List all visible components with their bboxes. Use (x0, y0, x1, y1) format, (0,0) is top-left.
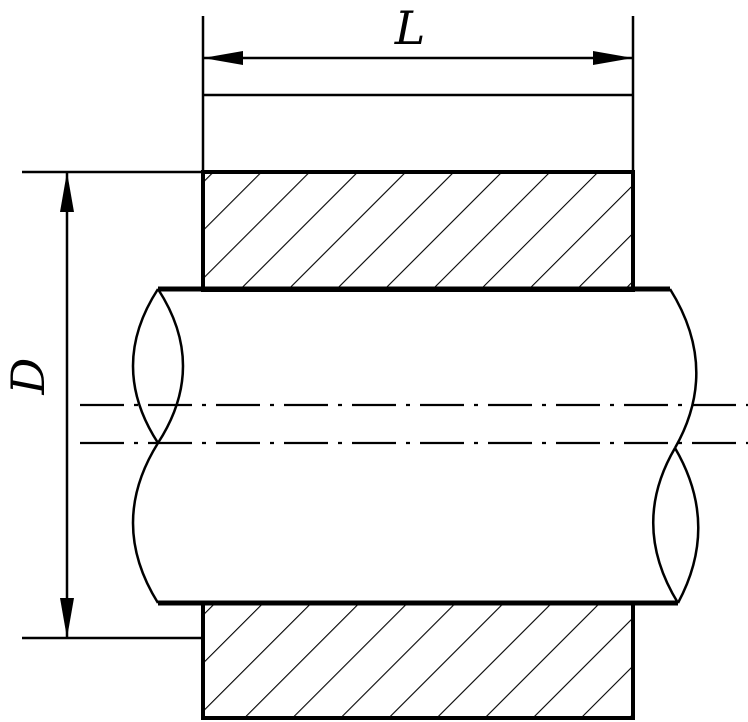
dimension-length: L (201, 1, 635, 172)
length-label: L (394, 1, 426, 55)
bushing-top-section (201, 170, 635, 292)
shaft (158, 286, 678, 606)
diameter-label: D (1, 358, 55, 396)
dimension-diameter: D (1, 170, 203, 640)
shaft-break-left (131, 288, 185, 604)
bushing-bottom-section (201, 601, 635, 720)
center-lines (80, 403, 748, 445)
shaft-break-right (652, 288, 700, 604)
